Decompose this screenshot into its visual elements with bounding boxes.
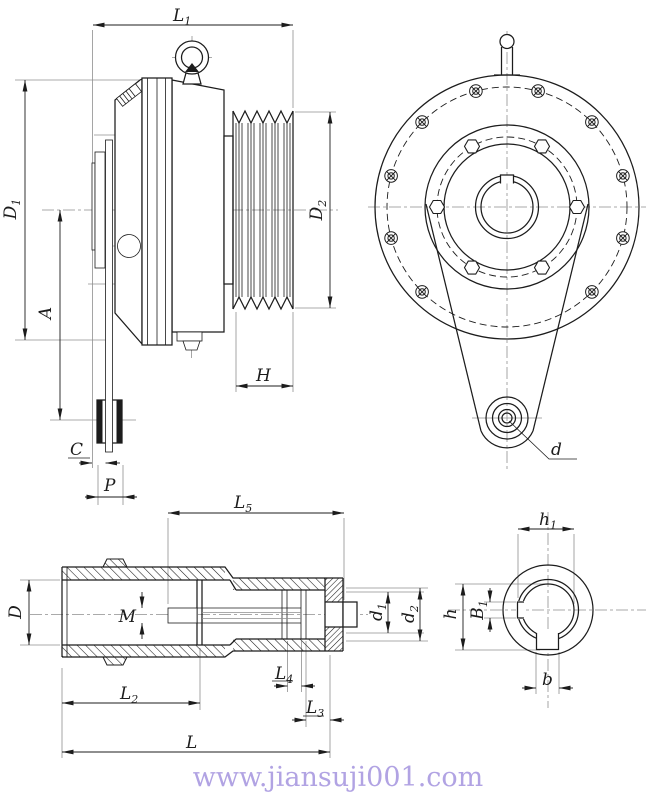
dim-label-b: b — [542, 670, 553, 690]
bottom-lug — [102, 656, 128, 666]
torque-arm-plate — [105, 139, 113, 453]
thread-block — [167, 607, 198, 624]
dim-label-L3: L3 — [305, 698, 324, 720]
dim-label-H: H — [255, 366, 272, 386]
dim-label-B1: B1 — [468, 600, 490, 621]
end-view-dimensions: h1 h B1 b — [441, 510, 574, 691]
side-view: L1 D1 D2 A H C P — [1, 6, 338, 505]
watermark-text: www.jiansuji001.com — [193, 762, 484, 793]
bell-housing-outline — [114, 77, 143, 346]
dim-label-h1: h1 — [539, 510, 557, 532]
stub-shaft — [342, 601, 358, 628]
eyebolt-boss — [182, 72, 202, 85]
pulley-hub-step — [223, 135, 234, 285]
dim-label-L4: L4 — [274, 664, 293, 686]
bore-keyway — [499, 174, 515, 184]
dim-label-M: M — [118, 607, 137, 627]
dim-label-L5: L5 — [233, 493, 252, 515]
shaft-end-view: h1 h B1 b — [441, 510, 646, 708]
breather-plug — [115, 83, 143, 107]
top-lug — [102, 558, 128, 568]
section-dimensions: L5 D M L2 L4 L3 L d1 d2 — [6, 493, 423, 755]
dim-label-P: P — [103, 476, 116, 496]
v-belt-pulley — [232, 109, 294, 311]
oil-plug-hole — [117, 234, 141, 258]
gearbox-body-outline — [171, 79, 225, 333]
dim-label-D2: D2 — [307, 200, 329, 222]
shaft-outer-circle — [502, 564, 594, 656]
side-view-dimensions: L1 D1 D2 A H C P — [1, 6, 333, 500]
sleeve-top-wall-hatch — [62, 567, 225, 580]
torque-arm-front — [425, 203, 589, 449]
flange-strip — [91, 162, 96, 251]
dim-label-L: L — [185, 733, 197, 753]
dim-label-h: h — [441, 609, 461, 620]
dim-label-D1: D1 — [1, 199, 23, 221]
flange-circle — [424, 124, 590, 290]
bottom-keyway — [535, 633, 560, 651]
drain-plug — [182, 340, 201, 351]
outer-bolt-circle — [386, 86, 628, 328]
dim-label-D: D — [6, 605, 26, 620]
front-view: d — [368, 31, 646, 470]
dim-label-C: C — [70, 440, 83, 460]
eyebolt-front — [494, 33, 520, 76]
sleeve-bottom-wall-hatch — [62, 644, 225, 657]
dim-label-d2: d2 — [399, 605, 421, 623]
drain-boss — [176, 331, 203, 342]
dim-label-L1: L1 — [172, 6, 191, 28]
hollow-shaft-section-view: L5 D M L2 L4 L3 L d1 d2 — [6, 493, 428, 758]
dim-label-A: A — [36, 307, 56, 321]
sleeve-outline — [61, 566, 358, 658]
dim-label-L2: L2 — [119, 684, 138, 706]
flange-plate — [94, 151, 106, 269]
d-leader-line — [508, 420, 577, 460]
eyebolt-fillet — [185, 63, 199, 72]
left-keyway — [516, 601, 524, 619]
dim-label-d1: d1 — [367, 603, 389, 621]
dim-label-d: d — [551, 440, 562, 460]
